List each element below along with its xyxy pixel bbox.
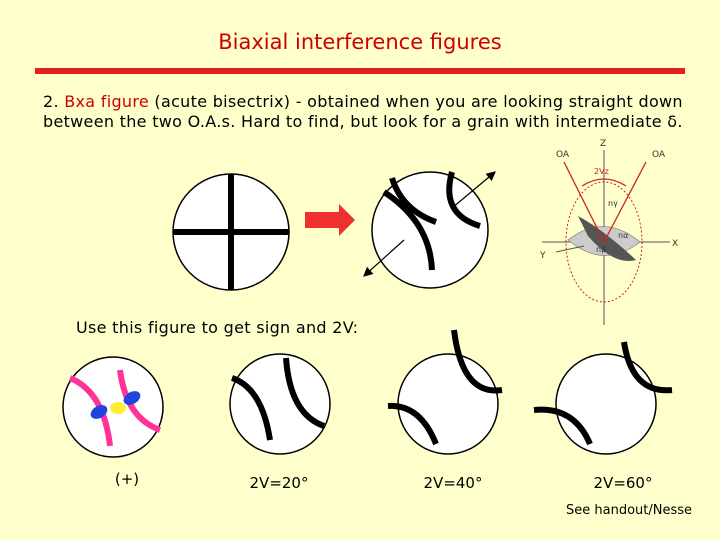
y-axis-label: Y (539, 251, 546, 261)
two-vz-label: 2Vz (594, 167, 609, 176)
indicatrix-diagram (542, 150, 670, 325)
ny-label: nγ (608, 199, 618, 208)
isogyre-figure (363, 171, 496, 289)
label-plus: (+) (114, 470, 140, 488)
2v-60-figure (533, 341, 673, 455)
nb-label: nβ (596, 245, 606, 254)
rotation-arrow-icon (305, 204, 355, 236)
2v-20-figure (229, 353, 331, 455)
label-2v-20: 2V=20° (249, 474, 309, 492)
para-highlight: Bxa figure (64, 92, 150, 111)
slide-title: Biaxial interference figures (218, 30, 502, 54)
oa-right-label: OA (652, 150, 666, 160)
oa-left-label: OA (556, 150, 570, 160)
label-2v-40: 2V=40° (423, 474, 483, 492)
title-underline (35, 68, 685, 74)
para-rest: (acute bisectrix) - obtained when you ar… (43, 92, 683, 131)
description-paragraph: 2. Bxa figure (acute bisectrix) - obtain… (43, 92, 683, 132)
credit-note: See handout/Nesse (566, 503, 693, 518)
na-label: nα (618, 231, 628, 240)
label-2v-60: 2V=60° (593, 474, 653, 492)
instruction-line: Use this figure to get sign and 2V: (76, 318, 359, 337)
2v-40-figure (387, 329, 503, 455)
cross-figure (172, 173, 290, 291)
x-axis-label: X (672, 239, 678, 249)
z-axis-label: Z (600, 139, 606, 149)
para-prefix: 2. (43, 92, 65, 111)
positive-sign-figure (62, 356, 164, 458)
